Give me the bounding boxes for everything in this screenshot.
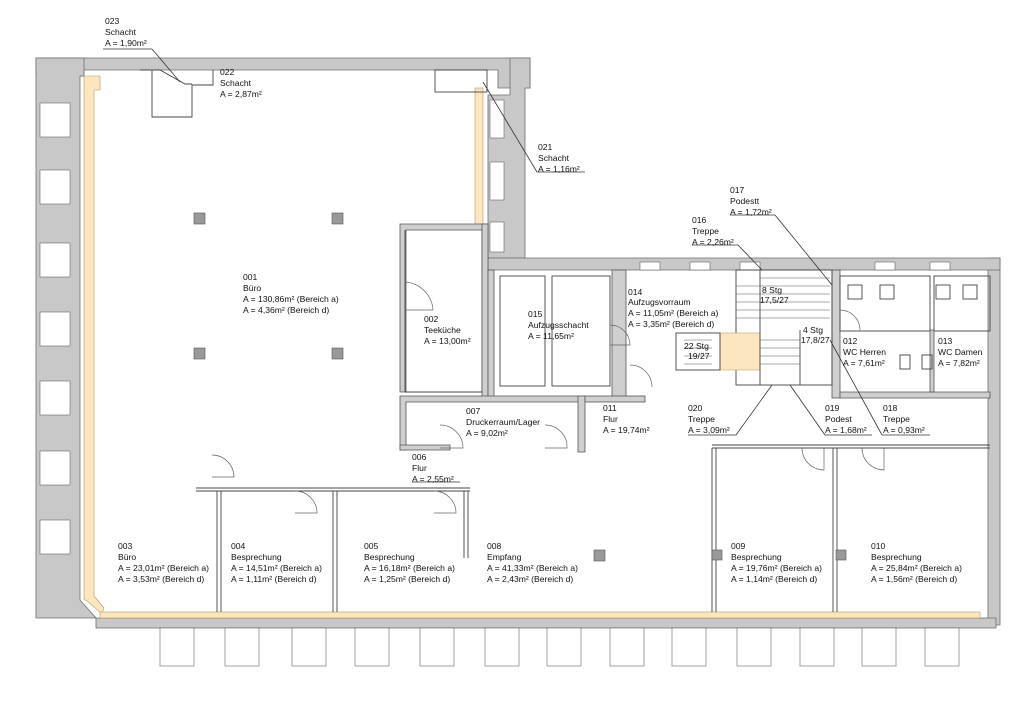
room-010-number: 010	[871, 541, 886, 551]
room-001-name: Büro	[243, 283, 261, 293]
room-001-number: 001	[243, 272, 258, 282]
wc-fixtures	[847, 284, 978, 370]
room-015-area: A = 11,65m²	[528, 331, 574, 341]
room-003-name: Büro	[118, 552, 136, 562]
windows-top-right	[639, 261, 951, 271]
room-011-area: A = 19,74m²	[603, 425, 650, 435]
windows-left	[39, 102, 71, 555]
room-004-name: Besprechung	[231, 552, 282, 562]
stair-label-s3-count: 22 Stg	[684, 341, 709, 351]
room-017-name: Podestt	[730, 196, 760, 206]
stair-label-s1-ratio: 17,5/27	[760, 295, 789, 305]
room-010-area-d: A = 1,56m² (Bereich d)	[871, 574, 957, 584]
room-004-area-d: A = 1,11m² (Bereich d)	[231, 574, 317, 584]
doors	[211, 281, 885, 514]
room-001-area-a: A = 130,86m² (Bereich a)	[243, 294, 339, 304]
room-022-area: A = 2,87m²	[220, 89, 262, 99]
columns	[193, 212, 847, 562]
room-014-area-a: A = 11,05m² (Bereich a)	[628, 308, 718, 318]
room-020-name: Treppe	[688, 414, 715, 424]
room-013-area: A = 7,82m²	[938, 358, 980, 368]
room-023-area: A = 1,90m²	[105, 38, 147, 48]
windows-right-inner	[489, 99, 505, 253]
room-014-name: Aufzugsvorraum	[628, 297, 691, 307]
room-003-area-a: A = 23,01m² (Bereich a)	[118, 563, 209, 573]
stair-labels: 8 Stg 17,5/27 4 Stg 17,8/27 22 Stg 19/27	[684, 285, 830, 361]
room-005-area-a: A = 16,18m² (Bereich a)	[364, 563, 455, 573]
room-009-name: Besprechung	[731, 552, 782, 562]
room-007-number: 007	[466, 406, 481, 416]
room-022-number: 022	[220, 67, 235, 77]
room-017-area: A = 1,72m²	[730, 207, 772, 217]
stair-label-s3-ratio: 19/27	[688, 351, 710, 361]
room-003-area-d: A = 3,53m² (Bereich d)	[118, 574, 204, 584]
room-015-name: Aufzugsschacht	[528, 320, 589, 330]
room-016-area: A = 2,26m²	[692, 237, 734, 247]
room-012-name: WC Herren	[843, 347, 886, 357]
room-016-number: 016	[692, 215, 707, 225]
room-010-name: Besprechung	[871, 552, 922, 562]
room-014-number: 014	[628, 287, 643, 297]
room-008-name: Empfang	[487, 552, 522, 562]
shafts	[140, 69, 488, 118]
stair-label-s2-count: 4 Stg	[803, 325, 823, 335]
stair-label-s1-count: 8 Stg	[762, 285, 782, 295]
room-019-name: Podest	[825, 414, 852, 424]
stair-label-s2-ratio: 17,8/27	[801, 335, 830, 345]
interior-walls	[196, 223, 991, 612]
room-014-area-d: A = 3,35m² (Bereich d)	[628, 319, 714, 329]
room-007-name: Druckerraum/Lager	[466, 417, 540, 427]
insulation-zones	[83, 75, 981, 619]
room-009-number: 009	[731, 541, 746, 551]
room-006-name: Flur	[412, 463, 427, 473]
room-013-number: 013	[938, 336, 953, 346]
room-019-area: A = 1,68m²	[825, 425, 867, 435]
room-002-number: 002	[424, 314, 439, 324]
room-012-number: 012	[843, 336, 858, 346]
room-001-area-d: A = 4,36m² (Bereich d)	[243, 305, 329, 315]
room-010-area-a: A = 25,84m² (Bereich a)	[871, 563, 962, 573]
room-013-name: WC Damen	[938, 347, 983, 357]
windows-bottom	[159, 627, 960, 667]
room-008-number: 008	[487, 541, 502, 551]
room-015-number: 015	[528, 309, 543, 319]
room-005-number: 005	[364, 541, 379, 551]
room-021-number: 021	[538, 142, 553, 152]
room-021-name: Schacht	[538, 153, 570, 163]
room-020-number: 020	[688, 403, 703, 413]
room-005-name: Besprechung	[364, 552, 415, 562]
room-002-area: A = 13,00m²	[424, 336, 471, 346]
room-018-number: 018	[883, 403, 898, 413]
room-008-area-d: A = 2,43m² (Bereich d)	[487, 574, 573, 584]
room-016-name: Treppe	[692, 226, 719, 236]
room-006-number: 006	[412, 452, 427, 462]
room-018-name: Treppe	[883, 414, 910, 424]
room-006-area: A = 2,55m²	[412, 474, 454, 484]
room-004-number: 004	[231, 541, 246, 551]
room-017-number: 017	[730, 185, 745, 195]
room-009-area-d: A = 1,14m² (Bereich d)	[731, 574, 817, 584]
room-020-area: A = 3,09m²	[688, 425, 730, 435]
leader-lines	[103, 48, 930, 483]
room-023-name: Schacht	[105, 27, 137, 37]
room-011-name: Flur	[603, 414, 618, 424]
room-002-name: Teeküche	[424, 325, 461, 335]
room-012-area: A = 7,61m²	[843, 358, 885, 368]
room-007-area: A = 9,02m²	[466, 428, 508, 438]
room-022-name: Schacht	[220, 78, 252, 88]
room-019-number: 019	[825, 403, 840, 413]
room-labels: 023 Schacht A = 1,90m² 022 Schacht A = 2…	[105, 16, 983, 584]
room-023-number: 023	[105, 16, 120, 26]
room-018-area: A = 0,93m²	[883, 425, 925, 435]
stair-treads	[684, 270, 830, 385]
room-004-area-a: A = 14,51m² (Bereich a)	[231, 563, 322, 573]
room-021-area: A = 1,16m²	[538, 164, 580, 174]
room-008-area-a: A = 41,33m² (Bereich a)	[487, 563, 578, 573]
room-005-area-d: A = 1,25m² (Bereich d)	[364, 574, 450, 584]
room-009-area-a: A = 19,76m² (Bereich a)	[731, 563, 822, 573]
room-011-number: 011	[603, 403, 617, 413]
room-003-number: 003	[118, 541, 133, 551]
stair-landing	[675, 332, 761, 371]
